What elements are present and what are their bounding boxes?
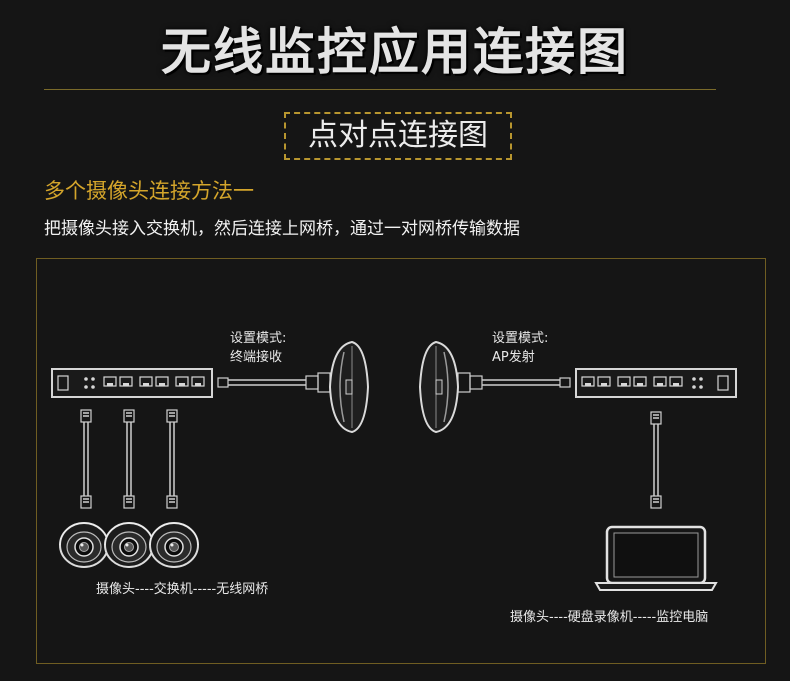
camera-dome-icon-1 <box>59 522 109 568</box>
page-title: 无线监控应用连接图 <box>161 23 629 81</box>
camera-dome-icon-2 <box>104 522 154 568</box>
left-bridge-antenna-icon <box>328 340 370 434</box>
right-bridge-antenna-icon <box>418 340 460 434</box>
left-chain-caption: 摄像头----交换机-----无线网桥 <box>96 582 269 597</box>
diagram-panel <box>36 258 766 664</box>
subtitle-box: 点对点连接图 <box>284 112 512 160</box>
nvr-icon <box>575 368 737 398</box>
laptop-cable-icon <box>650 411 662 509</box>
laptop-icon <box>594 525 718 591</box>
right-bridge-cable-icon <box>457 372 571 393</box>
left-mode-title: 设置模式: <box>230 331 287 346</box>
method-description: 把摄像头接入交换机，然后连接上网桥，通过一对网桥传输数据 <box>44 219 520 239</box>
left-mode-label: 设置模式: 终端接收 <box>230 329 286 367</box>
right-mode-label: 设置模式: AP发射 <box>492 329 548 367</box>
subtitle-text: 点对点连接图 <box>308 118 488 153</box>
right-chain-caption: 摄像头----硬盘录像机-----监控电脑 <box>510 610 709 625</box>
right-mode-value: AP发射 <box>492 350 535 365</box>
left-switch-icon <box>51 368 213 398</box>
camera-cables-icon <box>80 409 178 509</box>
right-mode-title: 设置模式: <box>492 331 549 346</box>
left-bridge-cable-icon <box>217 372 331 393</box>
title-divider <box>44 89 716 90</box>
left-mode-value: 终端接收 <box>230 350 283 365</box>
method-title: 多个摄像头连接方法一 <box>44 179 254 203</box>
camera-dome-icon-3 <box>149 522 199 568</box>
